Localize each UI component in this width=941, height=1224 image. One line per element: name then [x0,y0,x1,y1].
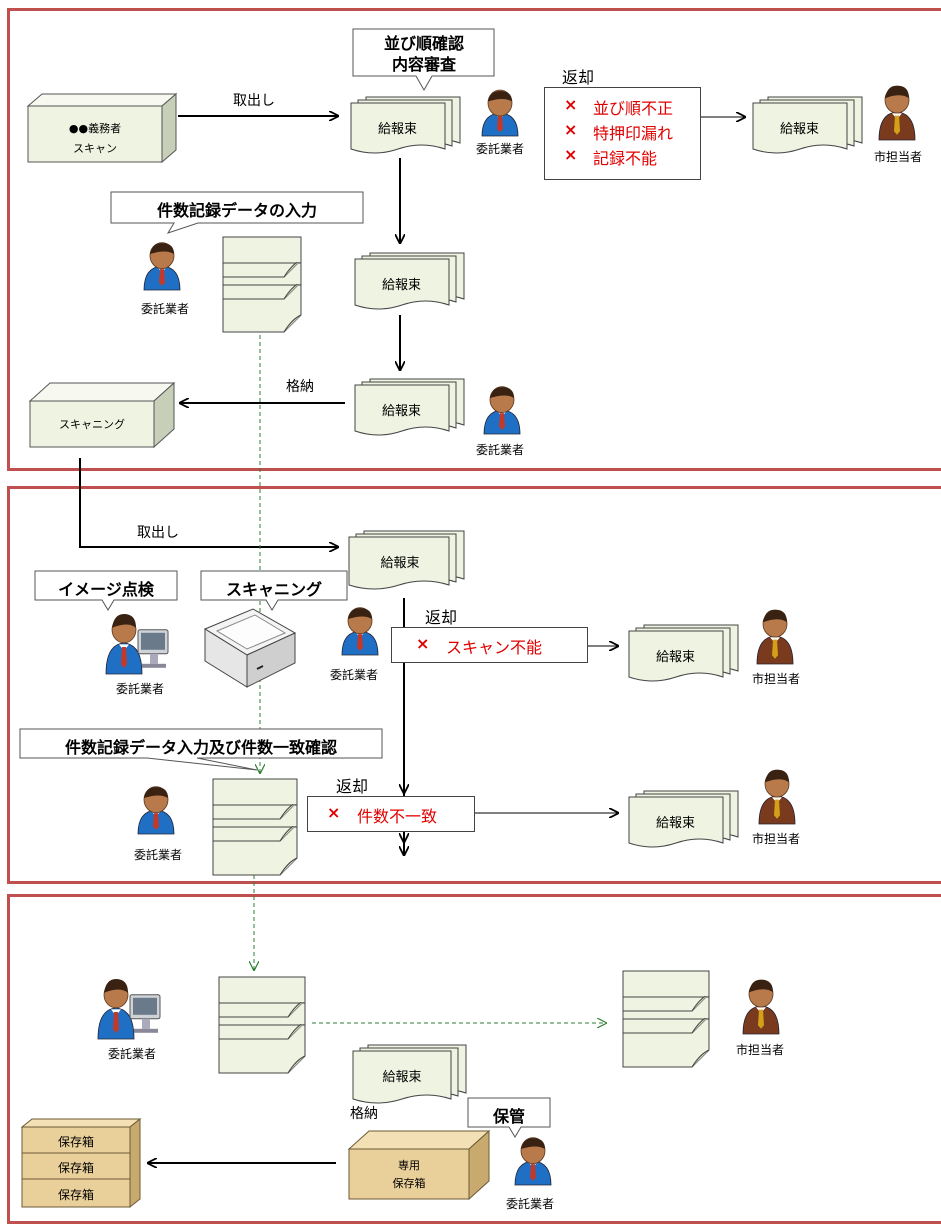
bundle-label-2: 給報束 [779,122,819,137]
contractor-label-5: 委託業者 [329,668,378,682]
return-label-3: 返却 [336,777,369,796]
bundle-doc-2 [752,96,864,158]
scan-box-line1: ●●義務者 [68,122,122,135]
return-reason-1a: 並び順不正 [593,99,674,118]
callout-image-check: イメージ点検 [58,580,154,599]
record-doc-1-line2: データ [222,284,302,300]
arrow-takeout-2 [79,458,338,547]
scan-box-shape [26,92,178,164]
storage-box-shape [347,1129,491,1201]
callout-keep-shape [467,1097,551,1138]
store-label-2: 格納 [350,1106,378,1122]
bundle-label-4: 給報束 [381,404,421,419]
storage-box-line1: 専用 [398,1159,420,1172]
record-doc-4-line2: データ [622,1018,710,1034]
person-contractor-1 [478,88,522,138]
person-contractor-pc-2 [92,975,164,1041]
bundle-doc-4 [354,378,466,440]
return-cross-1a: × [564,95,578,114]
return-box-2 [391,627,588,663]
person-contractor-pc-1 [100,610,172,676]
return-box-1 [544,87,701,180]
bundle-doc-1 [350,96,462,158]
scanning-box-label: スキャニング [59,418,125,431]
person-contractor-6 [134,784,178,836]
person-contractor-3 [480,384,524,436]
person-contractor-2 [140,240,184,292]
callout-record-input-shape [110,191,364,234]
record-doc-4-line1: 件数記録 [622,996,710,1012]
person-staff-2 [750,606,800,666]
return-cross-1b: × [564,120,578,139]
record-doc-2-line1: 件数記録 [212,804,298,820]
person-staff-1 [872,82,922,142]
bundle-doc-6 [628,624,740,686]
return-label-1: 返却 [562,68,595,87]
bundle-label-5: 給報束 [380,556,420,571]
return-cross-1c: × [564,145,578,164]
bundle-label-1: 給報束 [377,122,417,137]
callout-keep: 保管 [492,1107,525,1126]
contractor-label-4: 委託業者 [115,682,164,696]
storage-box-line2: 保存箱 [392,1177,426,1190]
staff-label-4: 市担当者 [735,1043,784,1057]
callout-record-confirm-shape [19,728,383,771]
takeout-label-1: 取出し [233,93,275,109]
archive-stack-shape [20,1117,142,1209]
bundle-doc-3 [354,252,466,314]
bundle-doc-8 [352,1044,468,1108]
archive-box-2: 保存箱 [57,1161,94,1175]
staff-label-3: 市担当者 [751,832,800,846]
record-doc-3-line2: データ [218,1024,306,1040]
return-label-2: 返却 [425,608,458,627]
scanning-box-shape [28,381,176,449]
callout-scanning: スキャニング [225,580,322,599]
person-contractor-8 [511,1135,555,1187]
return-reason-2: スキャン不能 [446,638,543,657]
scanner-icon [203,608,297,688]
contractor-label-1: 委託業者 [475,142,524,156]
section-panel-2 [7,486,941,884]
callout-image-check-shape [34,570,178,611]
return-cross-2: × [416,634,430,653]
bundle-label-8: 給報束 [382,1070,422,1085]
bundle-doc-5 [348,530,466,594]
return-cross-3: × [327,803,341,822]
person-contractor-5 [338,605,382,657]
return-reason-3: 件数不一致 [357,807,438,826]
bundle-doc-7 [628,790,740,852]
person-staff-3 [752,766,802,826]
return-reason-1c: 記録不能 [593,149,658,168]
callout-order-check-line1: 並び順確認 [383,34,464,53]
archive-box-1: 保存箱 [57,1135,94,1149]
bundle-label-7: 給報束 [655,816,695,831]
person-staff-4 [736,976,786,1036]
callout-order-check-shape [352,28,495,92]
contractor-label-6: 委託業者 [133,848,182,862]
callout-order-check-line2: 内容審査 [391,55,456,74]
bundle-label-6: 給報束 [655,650,695,665]
contractor-label-7: 委託業者 [107,1047,156,1061]
return-reason-1b: 特押印漏れ [593,124,674,143]
callout-scanning-shape [200,570,348,611]
callout-record-input: 件数記録データの入力 [156,201,317,220]
record-doc-1-line1: 件数記録 [222,262,302,278]
scan-box-line2: スキャン [73,142,117,155]
staff-label-1: 市担当者 [873,150,922,164]
contractor-label-2: 委託業者 [140,302,189,316]
takeout-label-2: 取出し [137,525,179,541]
bundle-label-3: 給報束 [381,278,421,293]
section-panel-1 [7,8,941,471]
archive-box-3: 保存箱 [57,1188,94,1202]
record-doc-2-line2: データ [212,826,298,842]
staff-label-2: 市担当者 [751,672,800,686]
store-label-1: 格納 [286,379,314,395]
contractor-label-8: 委託業者 [505,1197,554,1211]
contractor-label-3: 委託業者 [475,443,524,457]
callout-record-confirm: 件数記録データ入力及び件数一致確認 [64,738,337,757]
return-box-3 [307,796,475,832]
record-doc-3-line1: 件数記録 [218,1002,306,1018]
